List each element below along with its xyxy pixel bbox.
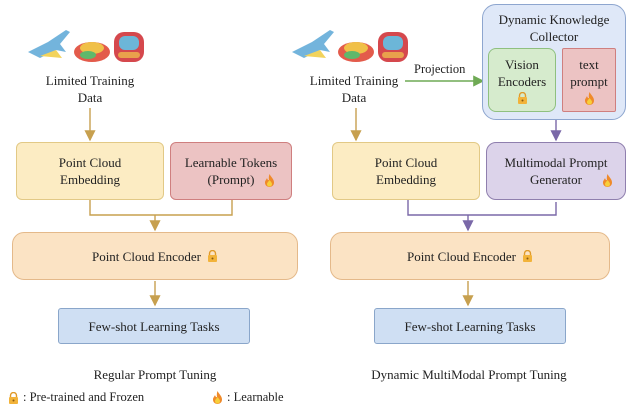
multimodal-prompt-generator-box: Multimodal Prompt Generator bbox=[486, 142, 626, 200]
point-cloud-thumbnails-right bbox=[292, 30, 408, 62]
few-shot-tasks-label: Few-shot Learning Tasks bbox=[88, 318, 220, 334]
point-cloud-embedding-left: Point Cloud Embedding bbox=[16, 142, 164, 200]
point-cloud-thumbnails-left bbox=[28, 30, 144, 62]
learnable-tokens-label: Learnable Tokens (Prompt) bbox=[184, 155, 278, 187]
vision-encoders-label: Vision Encoders bbox=[497, 57, 547, 89]
few-shot-tasks-label: Few-shot Learning Tasks bbox=[404, 318, 536, 334]
point-cloud-encoder-label: Point Cloud Encoder bbox=[406, 248, 517, 264]
arrow-merge-right bbox=[407, 200, 557, 216]
multimodal-prompt-generator-label: Multimodal Prompt Generator bbox=[504, 155, 608, 187]
flame-icon bbox=[265, 174, 274, 187]
few-shot-tasks-left: Few-shot Learning Tasks bbox=[58, 308, 250, 344]
dynamic-multimodal-prompt-tuning-title: Dynamic MultiModal Prompt Tuning bbox=[371, 367, 567, 382]
car-point-cloud bbox=[338, 42, 374, 62]
chair-point-cloud bbox=[378, 32, 408, 62]
lock-icon bbox=[523, 250, 533, 262]
airplane-point-cloud bbox=[292, 30, 334, 58]
vision-encoders-box: Vision Encoders bbox=[488, 48, 556, 112]
collector-title: Dynamic Knowledge Collector bbox=[498, 12, 610, 44]
lock-icon bbox=[517, 92, 527, 104]
projection-label: Projection bbox=[414, 62, 466, 76]
flame-icon bbox=[213, 391, 222, 404]
car-point-cloud bbox=[74, 42, 110, 62]
airplane-point-cloud bbox=[28, 30, 70, 58]
legend-learnable: : Learnable bbox=[212, 390, 284, 405]
point-cloud-embedding-label: Point Cloud Embedding bbox=[58, 155, 122, 187]
learnable-tokens-box: Learnable Tokens (Prompt) bbox=[170, 142, 292, 200]
chair-point-cloud bbox=[114, 32, 144, 62]
few-shot-tasks-right: Few-shot Learning Tasks bbox=[374, 308, 566, 344]
point-cloud-encoder-right: Point Cloud Encoder bbox=[330, 232, 610, 280]
point-cloud-encoder-label: Point Cloud Encoder bbox=[91, 248, 202, 264]
arrow-merge-left bbox=[89, 200, 233, 216]
regular-prompt-tuning-title: Regular Prompt Tuning bbox=[93, 367, 217, 382]
point-cloud-embedding-label: Point Cloud Embedding bbox=[374, 155, 438, 187]
limited-training-data-caption-left: Limited Training Data bbox=[45, 73, 135, 105]
point-cloud-embedding-right: Point Cloud Embedding bbox=[332, 142, 480, 200]
limited-training-data-caption-right: Limited Training Data bbox=[309, 73, 399, 105]
legend-learnable-label: : Learnable bbox=[227, 390, 284, 404]
text-prompt-box: text prompt bbox=[562, 48, 616, 112]
point-cloud-encoder-left: Point Cloud Encoder bbox=[12, 232, 298, 280]
legend-frozen-label: : Pre-trained and Frozen bbox=[23, 390, 145, 404]
lock-icon bbox=[208, 250, 218, 262]
legend-frozen: : Pre-trained and Frozen bbox=[8, 390, 144, 405]
text-prompt-label: text prompt bbox=[570, 56, 608, 89]
lock-icon bbox=[9, 391, 18, 404]
flame-icon bbox=[584, 91, 594, 105]
flame-icon bbox=[603, 174, 612, 187]
